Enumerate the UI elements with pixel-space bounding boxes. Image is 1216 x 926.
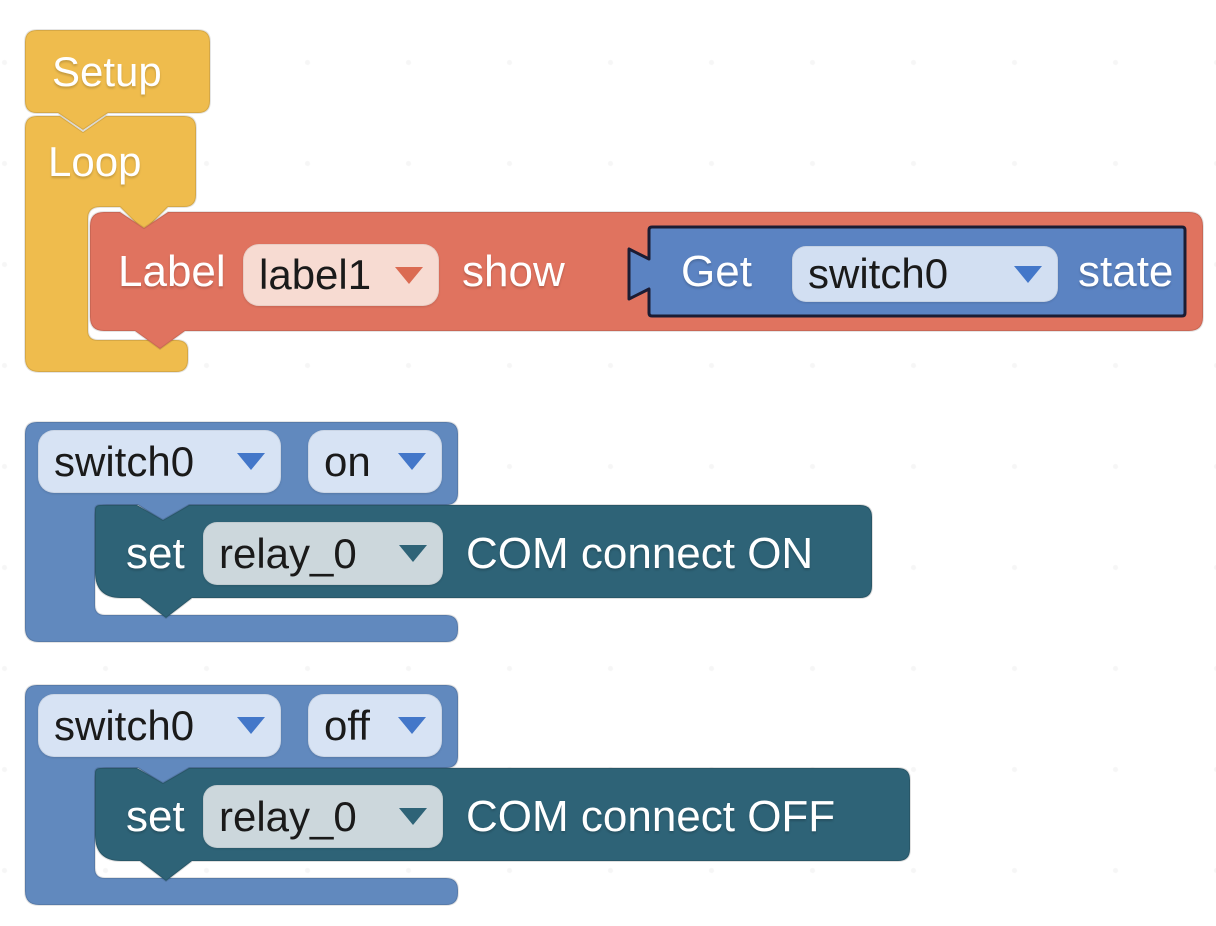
switch-off-switch-value: switch0 — [54, 701, 195, 749]
label-dropdown[interactable]: label1 — [243, 244, 439, 306]
chevron-down-icon — [237, 453, 265, 470]
set-on-text: set — [126, 528, 185, 578]
label-block-text: Label — [118, 246, 226, 296]
set-on-action-text: COM connect ON — [466, 528, 814, 578]
label-dropdown-value: label1 — [259, 251, 372, 298]
chevron-down-icon — [398, 717, 426, 734]
set-off-relay-dropdown[interactable]: relay_0 — [203, 785, 443, 848]
set-off-text: set — [126, 791, 185, 841]
get-text: Get — [681, 246, 752, 296]
set-off-action-text: COM connect OFF — [466, 791, 836, 841]
switch-off-state-value: off — [324, 701, 370, 749]
setup-block-shape[interactable] — [24, 29, 211, 131]
loop-block-shape[interactable] — [24, 115, 197, 373]
switch-off-switch-dropdown[interactable]: switch0 — [38, 694, 281, 757]
switch-on-switch-value: switch0 — [54, 437, 195, 485]
chevron-down-icon — [395, 266, 423, 284]
get-switch-dropdown-value: switch0 — [808, 250, 949, 297]
chevron-down-icon — [237, 717, 265, 734]
chevron-down-icon — [399, 808, 427, 825]
chevron-down-icon — [1014, 265, 1042, 283]
set-on-relay-dropdown[interactable]: relay_0 — [203, 522, 443, 585]
get-switch-dropdown[interactable]: switch0 — [792, 246, 1058, 302]
set-on-relay-value: relay_0 — [219, 529, 357, 577]
switch-on-state-value: on — [324, 437, 371, 485]
loop-block-label: Loop — [48, 137, 142, 185]
show-text: show — [462, 246, 565, 296]
chevron-down-icon — [398, 453, 426, 470]
chevron-down-icon — [399, 545, 427, 562]
switch-on-switch-dropdown[interactable]: switch0 — [38, 430, 281, 493]
state-text: state — [1078, 246, 1174, 296]
setup-block-label: Setup — [52, 47, 162, 95]
switch-off-state-dropdown[interactable]: off — [308, 694, 442, 757]
switch-on-state-dropdown[interactable]: on — [308, 430, 442, 493]
set-off-relay-value: relay_0 — [219, 792, 357, 840]
